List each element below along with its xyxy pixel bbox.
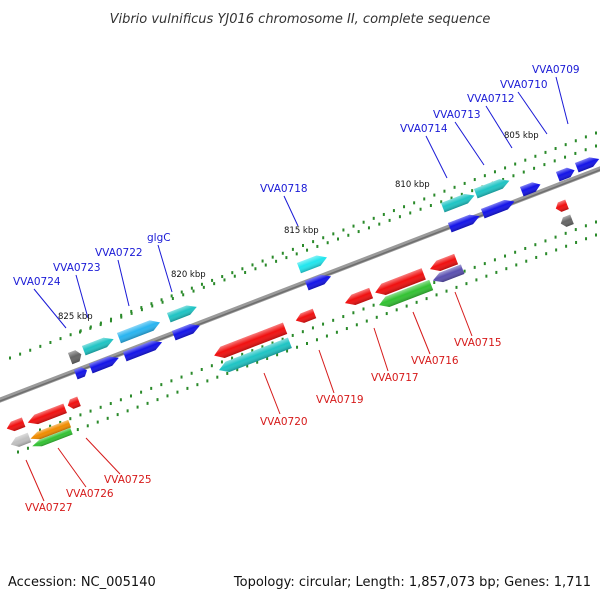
leader-vva0714	[425, 135, 448, 179]
gene-label-vva0718[interactable]: VVA0718	[260, 183, 308, 195]
gene-features	[5, 154, 600, 450]
gene-vva0722-outer[interactable]	[117, 317, 162, 344]
gene-right-edge-gray[interactable]	[559, 214, 574, 229]
leader-vva0726	[57, 447, 87, 488]
gene-vva0714[interactable]	[448, 211, 481, 233]
label-leader-lines	[25, 76, 569, 502]
gene-vva0724[interactable]	[74, 366, 89, 380]
leader-vva0724	[33, 288, 67, 329]
gene-vva0716[interactable]	[373, 268, 426, 298]
gene-vva0715-inner[interactable]	[431, 264, 465, 285]
leader-vva0723	[75, 274, 89, 319]
gene-vva0727-inner[interactable]	[9, 432, 32, 450]
gene-label-vva0720[interactable]: VVA0720	[260, 416, 308, 428]
gene-vva0718[interactable]	[305, 272, 333, 291]
gene-vva0718-outer[interactable]	[297, 252, 329, 274]
gene-label-vva0712[interactable]: VVA0712	[467, 93, 515, 105]
leader-vva0718	[283, 195, 299, 227]
gene-label-vva0715[interactable]: VVA0715	[454, 337, 502, 349]
gene-label-vva0722[interactable]: VVA0722	[95, 247, 143, 259]
gene-vva0727[interactable]	[5, 417, 26, 434]
leader-vva0720	[263, 372, 281, 415]
gene-vva0712[interactable]	[520, 180, 542, 197]
gene-vva0714-outer[interactable]	[441, 191, 476, 213]
gene-vva0725-inner[interactable]	[29, 419, 72, 443]
gene-vva0723[interactable]	[89, 353, 121, 374]
kbp-label-810: 810 kbp	[395, 180, 430, 190]
gene-vva0716-inner[interactable]	[377, 279, 434, 310]
gene-vva0724-outer[interactable]	[68, 349, 84, 365]
gene-label-vva0709[interactable]: VVA0709	[532, 64, 580, 76]
leader-glgc	[157, 244, 173, 293]
gene-vva0713[interactable]	[481, 197, 516, 219]
leader-vva0712	[485, 105, 513, 149]
kbp-label-825: 825 kbp	[58, 312, 93, 322]
kbp-label-815: 815 kbp	[284, 226, 319, 236]
gene-vva0717[interactable]	[343, 287, 374, 308]
leader-vva0715	[454, 291, 473, 337]
leader-vva0716	[412, 311, 431, 355]
gene-vva0720[interactable]	[212, 322, 288, 362]
gene-label-vva0727[interactable]: VVA0727	[25, 502, 73, 514]
gene-label-vva0714[interactable]: VVA0714	[400, 123, 448, 135]
gene-vva0720-inner[interactable]	[217, 337, 292, 376]
gene-label-vva0719[interactable]: VVA0719	[316, 394, 364, 406]
gene-label-glgc[interactable]: glgC	[147, 232, 171, 244]
leader-vva0709	[555, 76, 569, 125]
gene-right-edge-red[interactable]	[554, 199, 569, 214]
gene-label-vva0716[interactable]: VVA0716	[411, 355, 459, 367]
gene-glgc-outer[interactable]	[167, 302, 199, 323]
gene-vva0722[interactable]	[123, 338, 164, 362]
gene-vva0719[interactable]	[294, 308, 317, 326]
gene-vva0725[interactable]	[66, 396, 81, 411]
kbp-label-805: 805 kbp	[504, 131, 539, 141]
gene-glgc[interactable]	[172, 321, 202, 341]
sequence-summary-text: Topology: circular; Length: 1,857,073 bp…	[233, 575, 591, 590]
gene-label-vva0713[interactable]: VVA0713	[433, 109, 481, 121]
leader-vva0717	[373, 327, 389, 372]
gene-label-vva0725[interactable]: VVA0725	[104, 474, 152, 486]
gene-label-vva0724[interactable]: VVA0724	[13, 276, 61, 288]
leader-vva0727	[25, 459, 45, 502]
accession-text: Accession: NC_005140	[8, 575, 156, 590]
gene-vva0726[interactable]	[26, 403, 67, 428]
leader-vva0719	[318, 349, 335, 394]
gene-vva0715[interactable]	[428, 253, 459, 274]
gene-label-vva0723[interactable]: VVA0723	[53, 262, 101, 274]
tick-marks	[9, 131, 597, 454]
kbp-label-820: 820 kbp	[171, 270, 206, 280]
gene-label-vva0710[interactable]: VVA0710	[500, 79, 548, 91]
gene-label-vva0717[interactable]: VVA0717	[371, 372, 419, 384]
map-title: Vibrio vulnificus YJ016 chromosome II, c…	[110, 12, 491, 27]
bottom-strand-labels: VVA0715 VVA0716 VVA0717 VVA0719 VVA0720 …	[25, 337, 502, 514]
gene-vva0713-outer[interactable]	[474, 176, 511, 199]
leader-vva0722	[117, 259, 130, 307]
gene-vva0710[interactable]	[556, 166, 576, 182]
top-strand-labels: VVA0709 VVA0710 VVA0712 VVA0713 VVA0714 …	[13, 64, 580, 288]
leader-vva0713	[454, 121, 485, 166]
gene-label-vva0726[interactable]: VVA0726	[66, 488, 114, 500]
gene-vva0726-inner[interactable]	[31, 427, 73, 450]
leader-vva0710	[517, 91, 548, 135]
leader-vva0725	[85, 437, 121, 475]
gene-vva0709[interactable]	[575, 154, 600, 173]
gene-vva0723-outer[interactable]	[82, 334, 115, 356]
kbp-labels: 805 kbp 810 kbp 815 kbp 820 kbp 825 kbp	[58, 131, 539, 322]
